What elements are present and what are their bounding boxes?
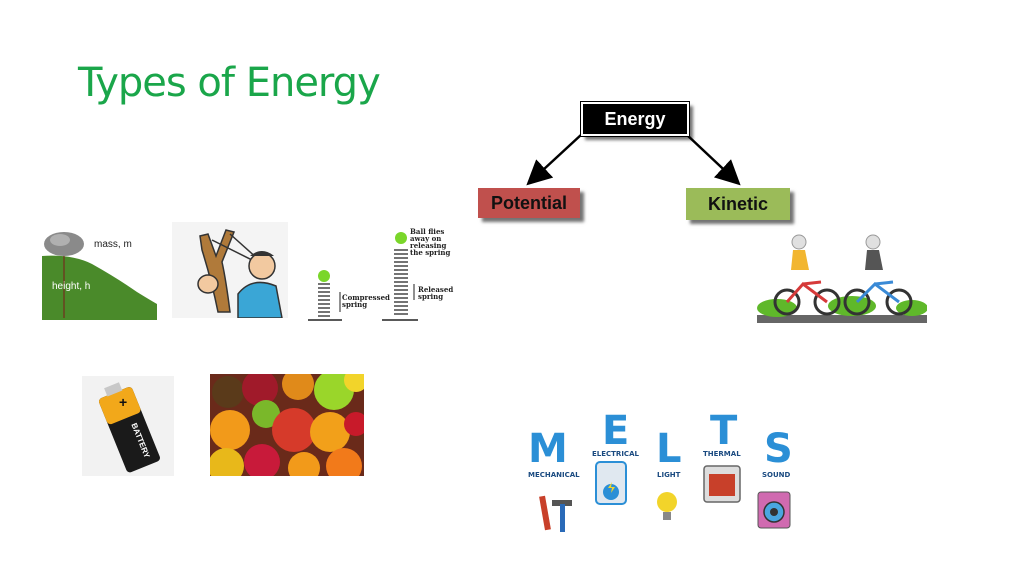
potential-box: Potential xyxy=(478,188,580,218)
mass-label: mass, m xyxy=(94,239,132,250)
kinetic-box: Kinetic xyxy=(686,188,790,220)
spring-icon xyxy=(308,232,418,321)
arrow-to-potential xyxy=(526,133,583,186)
bicycle-image xyxy=(757,232,928,323)
fruit-icon xyxy=(210,374,364,476)
slingshot-icon xyxy=(197,229,283,319)
lightbulb-icon xyxy=(657,492,677,520)
melts-label-electrical: ELECTRICAL xyxy=(592,450,639,458)
melts-letter-e: E xyxy=(602,408,630,454)
melts-label-sound: SOUND xyxy=(762,471,791,479)
melts-graphic: M E L T S MECHANICAL ELECTRICAL LIGHT TH… xyxy=(524,404,804,540)
fruit-image xyxy=(210,374,364,476)
melts-letter-m: M xyxy=(528,426,568,472)
battery-image: + BATTERY xyxy=(82,376,174,476)
arrow-to-kinetic xyxy=(685,133,741,186)
ball-flies-label: Ball flies away on releasing the spring xyxy=(410,227,451,257)
spring-image: Compressed spring Ball flies away on rel… xyxy=(306,228,456,324)
melts-letter-s: S xyxy=(764,426,793,472)
compressed-spring-label: Compressed spring xyxy=(342,293,390,309)
energy-box: Energy xyxy=(580,101,690,137)
hammer-icon xyxy=(539,495,572,532)
speaker-icon xyxy=(757,491,791,529)
melts-letter-t: T xyxy=(710,408,738,454)
battery-icon xyxy=(99,382,160,473)
bicycle-icon xyxy=(757,234,928,323)
hill-icon xyxy=(42,226,157,320)
battery-plus: + xyxy=(119,394,128,410)
height-label: height, h xyxy=(52,281,91,292)
melts-label-light: LIGHT xyxy=(657,471,681,479)
released-spring-label: Released spring xyxy=(418,285,454,301)
melts-letter-l: L xyxy=(656,426,682,472)
melts-label-mechanical: MECHANICAL xyxy=(528,471,580,479)
slingshot-image xyxy=(172,222,288,319)
melts-label-thermal: THERMAL xyxy=(703,450,741,458)
hill-image: mass, m height, h xyxy=(42,226,157,320)
page-title: Types of Energy xyxy=(78,60,381,106)
plug-icon xyxy=(595,461,627,505)
oven-icon xyxy=(703,465,741,503)
